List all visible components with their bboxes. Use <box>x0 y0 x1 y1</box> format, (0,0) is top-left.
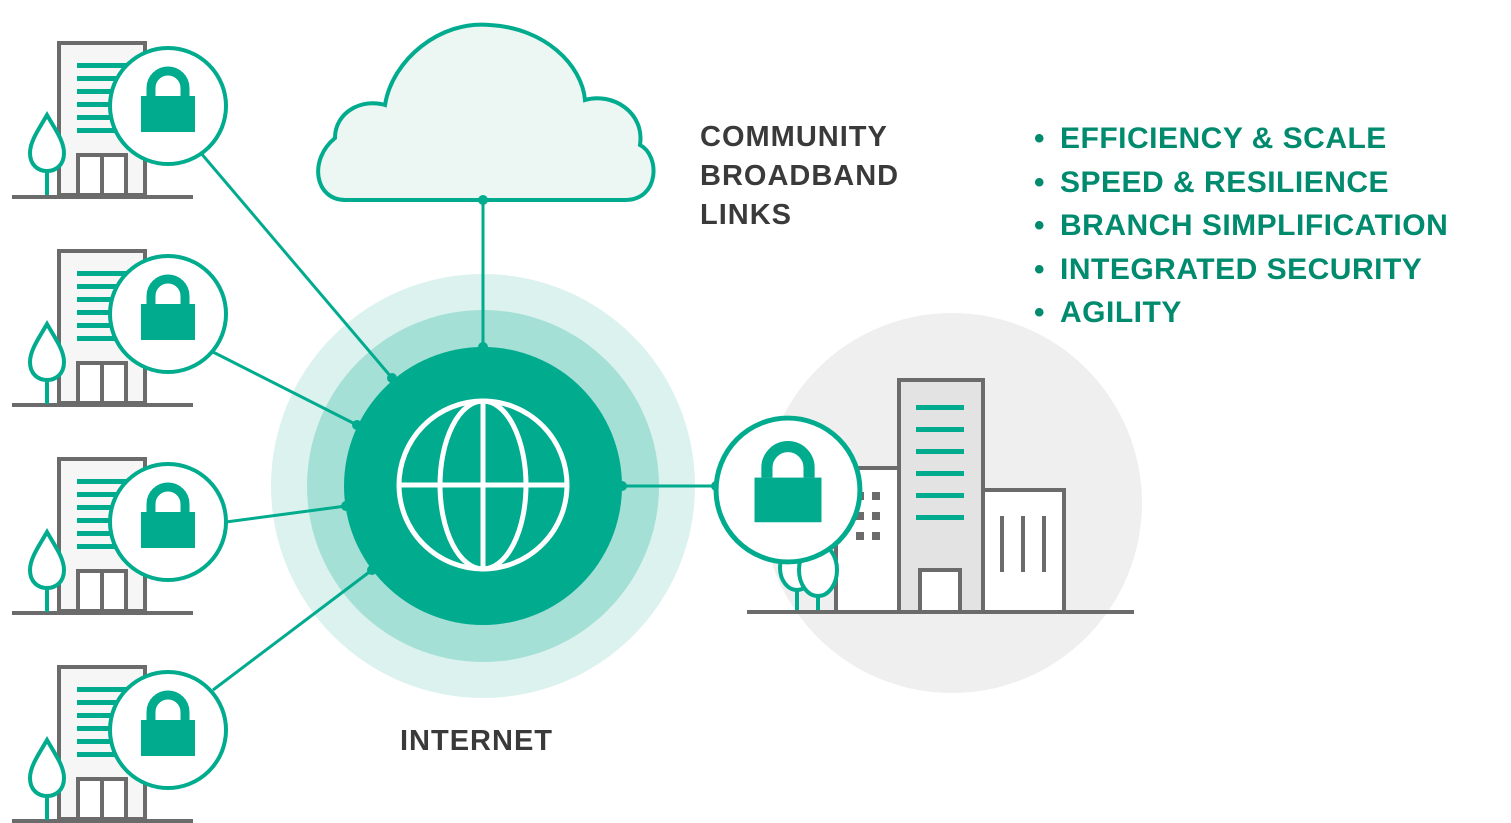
lock-icon <box>110 672 226 788</box>
benefit-item: AGILITY <box>1034 291 1448 335</box>
benefit-item: EFFICIENCY & SCALE <box>1034 117 1448 161</box>
cloud-icon <box>316 22 656 202</box>
connection-dots <box>341 195 721 575</box>
benefits-list: EFFICIENCY & SCALE SPEED & RESILIENCE BR… <box>1034 117 1448 335</box>
benefit-item: INTEGRATED SECURITY <box>1034 248 1448 292</box>
globe-icon <box>396 398 570 572</box>
lock-icon <box>110 464 226 580</box>
community-broadband-line-3: LINKS <box>700 199 792 231</box>
office-campus-icon <box>747 378 1134 614</box>
community-broadband-line-2: BROADBAND <box>700 160 900 192</box>
community-broadband-line-1: COMMUNITY <box>700 121 888 153</box>
internet-label: INTERNET <box>400 725 553 757</box>
branch-site-1 <box>12 41 226 199</box>
community-broadband-label: COMMUNITY BROADBAND LINKS <box>700 118 899 235</box>
connection-lines <box>198 151 716 692</box>
lock-icon <box>716 418 860 562</box>
lock-icon <box>110 256 226 372</box>
branch-site-3 <box>12 457 226 615</box>
branch-site-4 <box>12 665 226 823</box>
benefit-item: SPEED & RESILIENCE <box>1034 161 1448 205</box>
benefit-item: BRANCH SIMPLIFICATION <box>1034 204 1448 248</box>
branch-site-2 <box>12 249 226 407</box>
lock-icon <box>110 48 226 164</box>
